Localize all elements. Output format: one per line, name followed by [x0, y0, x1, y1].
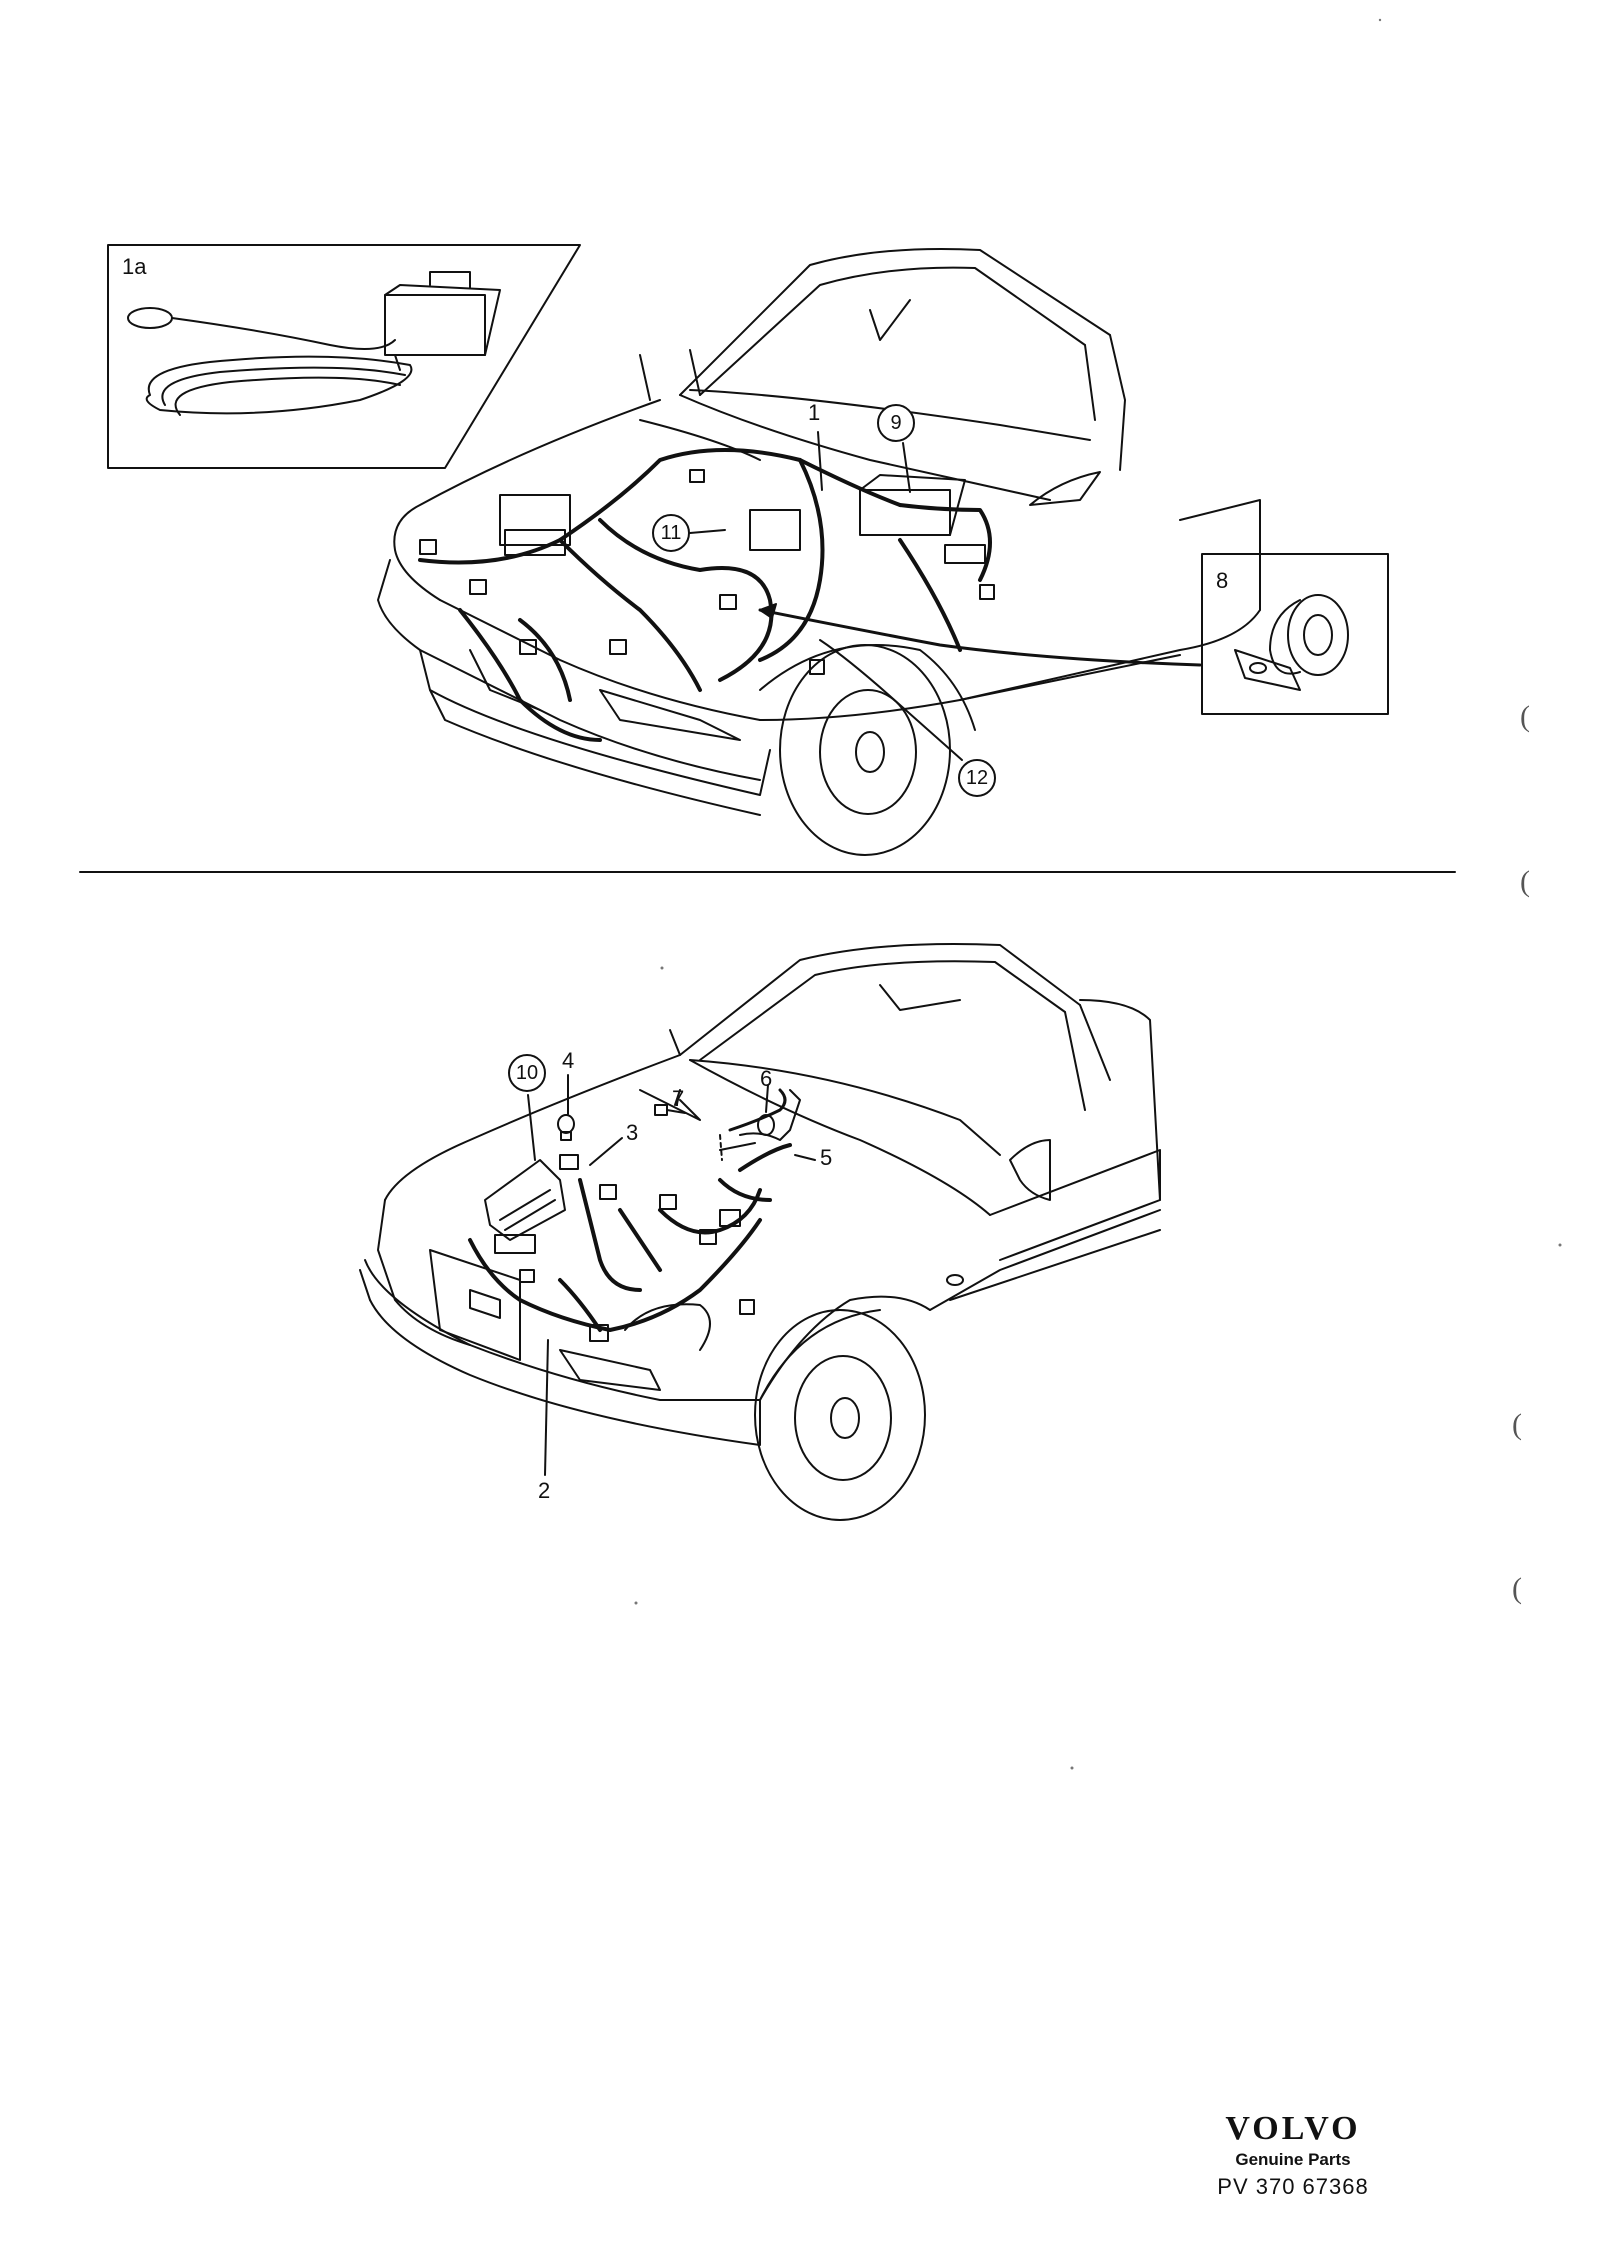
callout-7: 7	[672, 1086, 685, 1111]
volvo-logo: VOLVO	[1225, 2110, 1361, 2147]
margin-mark: (	[1512, 1572, 1522, 1605]
margin-mark: (	[1512, 1408, 1522, 1441]
inset-8-frame	[1201, 553, 1389, 715]
callout-6: 6	[760, 1066, 773, 1091]
callout-9: 9	[877, 404, 915, 442]
callout-2: 2	[538, 1478, 551, 1503]
top-car-drawing	[377, 248, 1261, 856]
callout-5: 5	[820, 1145, 833, 1170]
top-wiring-harness	[418, 448, 992, 742]
top-leader-lines	[689, 431, 1202, 761]
bottom-leader-lines	[527, 1074, 816, 1476]
callout-10: 10	[508, 1054, 546, 1092]
inset-label-8: 8	[1216, 568, 1229, 593]
inset-1a-frame	[107, 244, 581, 469]
part-code: PV 370 67368	[1217, 2174, 1369, 2199]
margin-mark: (	[1520, 865, 1530, 898]
brand-block: VOLVO Genuine Parts PV 370 67368	[1188, 2110, 1398, 2200]
scan-specks	[634, 18, 1562, 1770]
inset-label-1a: 1a	[122, 254, 147, 279]
bottom-car-drawing	[359, 943, 1161, 1521]
callout-12: 12	[958, 759, 996, 797]
callout-3: 3	[626, 1120, 639, 1145]
callout-1: 1	[808, 400, 821, 425]
callout-11: 11	[652, 514, 690, 552]
bottom-components	[484, 1089, 801, 1342]
callout-4: 4	[562, 1048, 575, 1073]
top-components	[419, 469, 995, 675]
brand-tagline: Genuine Parts	[1235, 2150, 1351, 2169]
margin-mark: (	[1520, 700, 1530, 733]
